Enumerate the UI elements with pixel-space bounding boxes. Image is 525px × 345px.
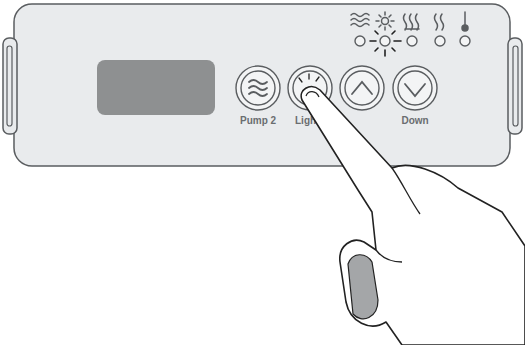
tab-slot: [7, 46, 12, 126]
thumb-shade: [348, 255, 378, 319]
fingernail: [306, 92, 319, 97]
panel-body: [14, 4, 510, 166]
side-tab: [508, 38, 522, 134]
press-sparks: [299, 74, 319, 82]
button-label: Pump 2: [240, 115, 276, 126]
hand-creases: [376, 168, 420, 262]
led-glow-rays: [370, 31, 401, 56]
tab-slot: [513, 46, 518, 126]
display-window: [97, 60, 215, 115]
side-tab: [3, 38, 17, 134]
status-icons: [351, 12, 468, 31]
button-icons: [249, 80, 425, 96]
hand-outline: [301, 87, 525, 345]
buttons: [236, 66, 437, 110]
button-label: Down: [402, 115, 429, 126]
